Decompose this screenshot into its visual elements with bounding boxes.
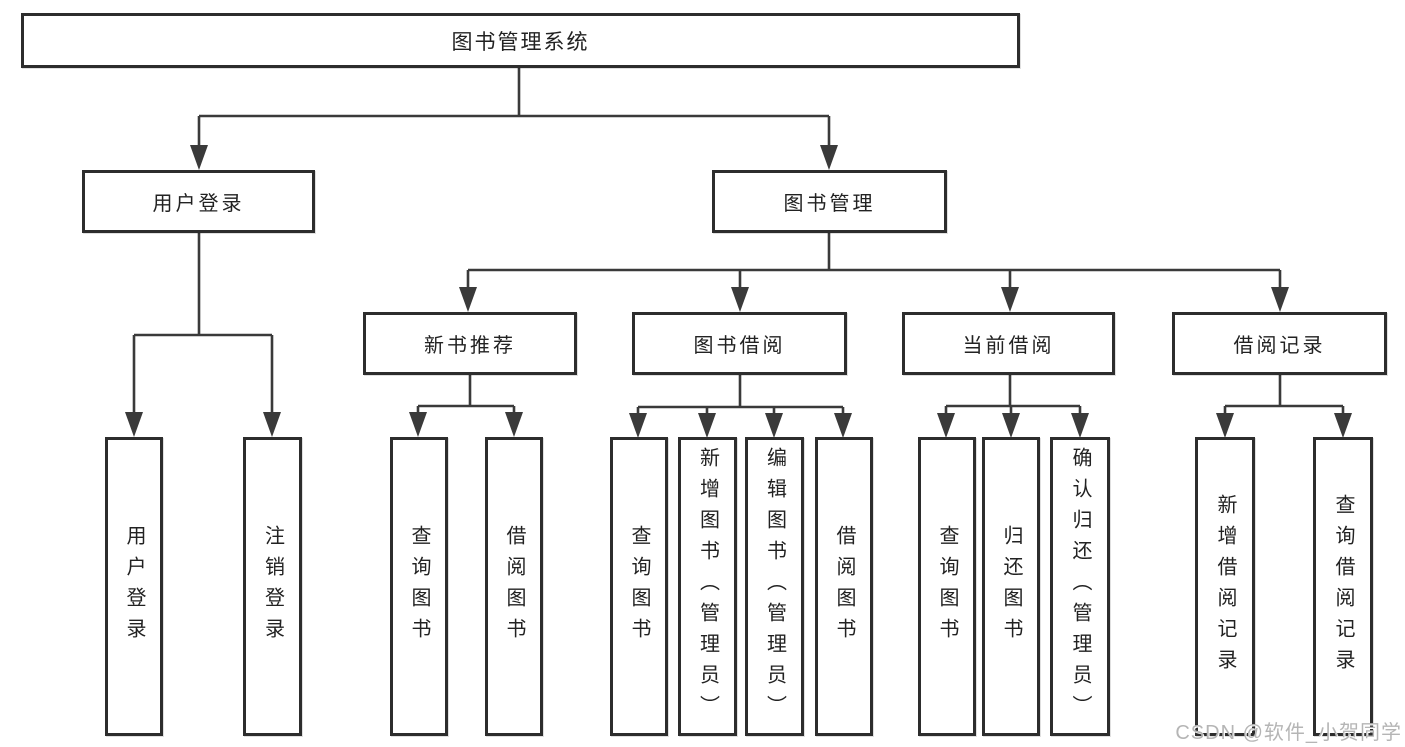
leaf-add-book-admin: 新增图书（管理员）: [678, 437, 737, 736]
leaf-label: 新增图书（管理员）: [696, 447, 719, 726]
leaf-query-books-1: 查询图书: [390, 437, 448, 736]
leaf-borrow-books-2: 借阅图书: [815, 437, 873, 736]
leaf-borrow-books-1: 借阅图书: [485, 437, 543, 736]
node-label: 当前借阅: [962, 335, 1055, 357]
leaf-query-books-3: 查询图书: [918, 437, 976, 736]
leaf-query-borrow-record: 查询借阅记录: [1313, 437, 1373, 736]
node-label: 借阅记录: [1233, 335, 1326, 357]
node-book-management: 图书管理: [712, 170, 947, 233]
leaf-label: 借阅图书: [503, 524, 525, 649]
leaf-user-login: 用户登录: [105, 437, 163, 736]
node-label: 图书管理: [783, 193, 876, 215]
leaf-edit-book-admin: 编辑图书（管理员）: [745, 437, 804, 736]
leaf-label: 归还图书: [1000, 524, 1022, 649]
leaf-label: 注销登录: [261, 524, 284, 649]
node-system-root: 图书管理系统: [21, 13, 1020, 68]
leaf-confirm-return-admin: 确认归还（管理员）: [1050, 437, 1110, 736]
leaf-logout: 注销登录: [243, 437, 302, 736]
csdn-watermark: CSDN @软件_小贺同学: [1175, 722, 1402, 744]
node-current-borrow: 当前借阅: [902, 312, 1115, 375]
leaf-label: 查询图书: [936, 524, 958, 649]
leaf-label: 用户登录: [123, 524, 145, 649]
node-label: 新书推荐: [424, 335, 516, 357]
leaf-label: 编辑图书（管理员）: [763, 447, 786, 726]
leaf-label: 确认归还（管理员）: [1069, 447, 1091, 726]
node-label: 图书借阅: [693, 335, 786, 357]
leaf-label: 新增借阅记录: [1214, 493, 1236, 680]
leaf-return-book: 归还图书: [982, 437, 1040, 736]
node-borrow-records: 借阅记录: [1172, 312, 1387, 375]
node-label: 用户登录: [152, 193, 245, 215]
arrowheads: [125, 145, 1352, 438]
node-new-book-recommend: 新书推荐: [363, 312, 577, 375]
node-book-borrow: 图书借阅: [632, 312, 847, 375]
leaf-label: 查询图书: [628, 524, 650, 649]
leaf-label: 查询图书: [408, 524, 430, 649]
node-label: 图书管理系统: [451, 30, 590, 54]
leaf-label: 借阅图书: [833, 524, 855, 649]
leaf-add-borrow-record: 新增借阅记录: [1195, 437, 1255, 736]
node-user-login: 用户登录: [82, 170, 315, 233]
leaf-label: 查询借阅记录: [1332, 493, 1354, 680]
leaf-query-books-2: 查询图书: [610, 437, 668, 736]
